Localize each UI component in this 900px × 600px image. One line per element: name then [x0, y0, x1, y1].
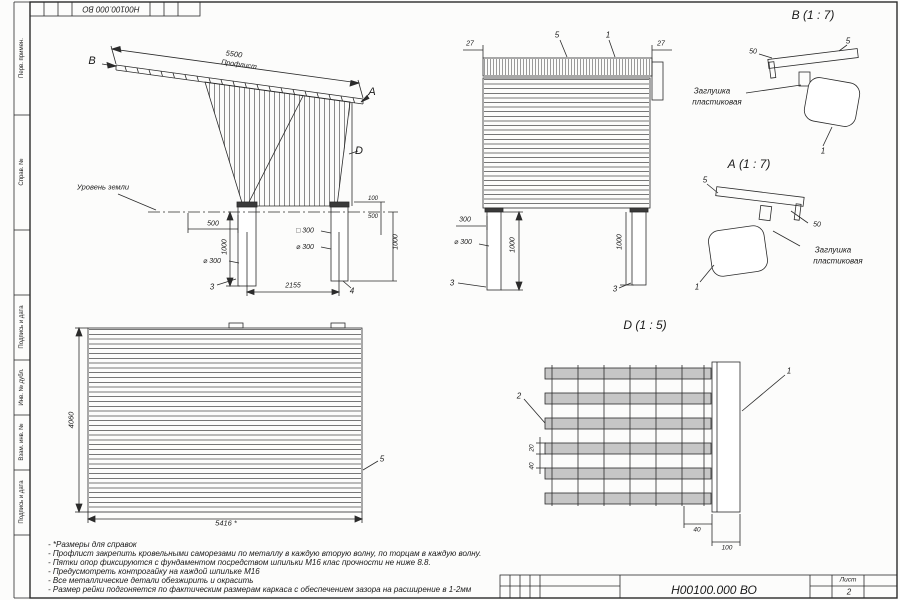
- detail-a-title: А (1 : 7): [727, 157, 771, 171]
- dim-50-detail-a: 50: [813, 221, 821, 229]
- view-label-b: В: [88, 55, 96, 67]
- view-label-d: D: [355, 145, 363, 157]
- stamp-number: Н00100.000 ВО: [82, 4, 140, 14]
- side-label-vzam-inv: Взам. инв. №: [19, 423, 25, 461]
- dim-40-detail-d: 40: [528, 462, 536, 470]
- sheet-number: 2: [846, 587, 852, 597]
- cap-label-b-line1: Заглушка: [693, 86, 731, 96]
- note-line-4: - Предусмотреть контрогайку на каждой шп…: [48, 567, 260, 576]
- dim-40-bottom-detail-d: 40: [693, 526, 701, 534]
- side-label-inv-dubl: Инв. № дубл.: [19, 368, 25, 406]
- dim-20-detail-d: 20: [528, 444, 536, 452]
- marker-2-detail-d: 2: [516, 391, 522, 401]
- dim-1000-front-right: 1000: [616, 234, 624, 250]
- marker-1-detail-d: 1: [786, 366, 792, 376]
- detail-d-linework: [523, 361, 786, 546]
- doc-number: Н00100.000 ВО: [671, 583, 757, 597]
- dim-500-right: 500: [367, 214, 379, 220]
- dim-5416: 5416 *: [215, 518, 237, 528]
- detail-a-linework: [699, 183, 809, 283]
- front-view-roof-corrugation: [484, 59, 651, 75]
- cap-label-a-line1: Заглушка: [814, 245, 852, 255]
- leader-1-front: 1: [605, 30, 611, 40]
- dim-5-detail-b: 5: [845, 36, 851, 46]
- note-line-1: - *Размеры для справок: [48, 540, 137, 549]
- ground-level-label: Уровень земли: [76, 182, 130, 192]
- dim-100-detail-d: 100: [721, 544, 733, 552]
- title-block-linework: [499, 574, 898, 599]
- detail-b-title: В (1 : 7): [791, 8, 835, 22]
- dim-4060: 4060: [66, 411, 76, 429]
- cap-label-b-line2: пластиковая: [692, 97, 742, 107]
- note-line-6: - Размер рейки подгоняется по фактически…: [48, 585, 472, 594]
- panel-view-corrugation: [89, 329, 361, 511]
- dim-1000-right: 1000: [392, 234, 400, 250]
- dim-27-left: 27: [466, 40, 474, 48]
- side-view-linework: [101, 45, 398, 296]
- side-label-podpis-data-2: Подпись и дата: [19, 480, 25, 524]
- dim-5-detail-a: 5: [702, 175, 708, 185]
- cap-label-a-line2: пластиковая: [813, 256, 863, 266]
- dim-50-detail-b: 50: [749, 48, 757, 56]
- marker-5-panel: 5: [379, 454, 385, 464]
- dim-diam300-front: ⌀ 300: [454, 239, 472, 246]
- note-line-5: - Все металлические детали обезжирить и …: [48, 576, 254, 585]
- marker-4-side: 4: [349, 286, 355, 296]
- view-label-a: А: [368, 86, 376, 98]
- side-label-sprav: Справ. №: [19, 158, 25, 186]
- front-view-panel-corrugation: [484, 79, 649, 207]
- dim-27-right: 27: [657, 40, 665, 48]
- detail-d-title: D (1 : 5): [623, 318, 667, 332]
- frame-linework: [13, 1, 898, 599]
- panel-view-linework: [75, 322, 379, 523]
- marker-1-detail-a: 1: [694, 282, 700, 292]
- dim-2155: 2155: [285, 282, 301, 290]
- sheet-label: Лист: [839, 576, 857, 584]
- marker-3-front-right: 3: [612, 284, 618, 294]
- dim-diam300-right: ⌀ 300: [296, 244, 314, 251]
- dim-1000-left: 1000: [221, 239, 229, 255]
- detail-b-linework: [745, 44, 861, 147]
- side-label-podpis-data-1: Подпись и дата: [19, 305, 25, 349]
- note-line-2: - Профлист закрепить кровельными саморез…: [48, 549, 482, 558]
- dim-300-front: 300: [459, 216, 471, 224]
- side-label-perv-primen: Перв. примен.: [19, 38, 25, 78]
- marker-1-detail-b: 1: [820, 146, 826, 156]
- marker-3-side: 3: [209, 282, 215, 292]
- dim-diam300-left: ⌀ 300: [203, 258, 221, 265]
- front-view-linework: [456, 39, 672, 292]
- dim-100-right: 100: [367, 196, 379, 202]
- dim-1000-front-left: 1000: [509, 237, 517, 253]
- leader-5-front: 5: [554, 30, 560, 40]
- dim-500-left: 500: [207, 220, 219, 228]
- note-line-3: - Пятки опор фиксируются с фундаментом п…: [48, 558, 431, 567]
- marker-3-front-left: 3: [449, 278, 455, 288]
- dim-square300: □ 300: [296, 227, 314, 235]
